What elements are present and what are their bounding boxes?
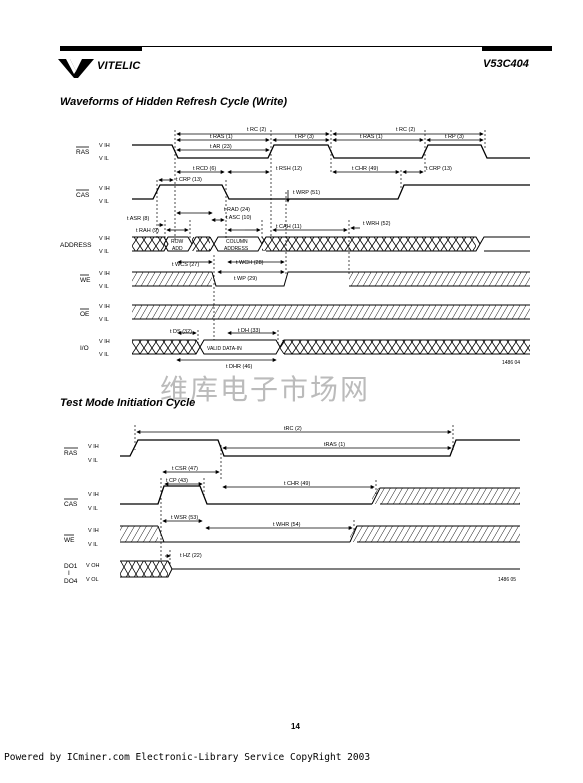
do-vol: V OL — [86, 577, 99, 583]
param-trp-2: t RP (3) — [445, 134, 464, 140]
ras-vih: V IH — [99, 143, 110, 149]
param2-twsr: t WSR (53) — [171, 515, 198, 521]
oe-vih: V IH — [99, 304, 110, 310]
param-tcah: t CAH (11) — [276, 224, 302, 230]
page-number: 14 — [291, 722, 300, 731]
part-number: V53C404 — [483, 58, 529, 70]
brand-name: VITELIC — [97, 60, 141, 72]
addr-vih: V IH — [99, 236, 110, 242]
param-twch: t WCH (28) — [236, 260, 264, 266]
param-tasc: t ASC (10) — [226, 215, 252, 221]
signal-ras-2: RAS — [64, 450, 78, 457]
param-trad: t RAD (24) — [224, 207, 250, 213]
signal-we: WE — [80, 277, 91, 284]
param-trah: t RAH (9) — [136, 228, 159, 234]
signal-ras: RAS — [76, 149, 90, 156]
header-rule — [60, 46, 552, 47]
vitelic-logo-icon — [58, 59, 94, 78]
signal-dash: I — [68, 570, 70, 577]
param2-twhr: t WHR (54) — [273, 522, 301, 528]
fig-number-2: 1486 05 — [498, 577, 516, 583]
param-tar: t AR (23) — [210, 144, 232, 150]
param-twrp: t WRP (51) — [293, 190, 320, 196]
ras2-vil: V IL — [88, 458, 98, 464]
param2-thz: t HZ (22) — [180, 553, 202, 559]
param-tras-2: t RAS (1) — [360, 134, 383, 140]
signal-address: ADDRESS — [60, 242, 92, 249]
param2-tcsr: t CSR (47) — [172, 466, 198, 472]
addr-row-label: ROW — [171, 239, 184, 245]
signal-io: I/O — [80, 345, 89, 352]
param-twrh: t WRH (52) — [363, 221, 391, 227]
param-trc-2: t RC (2) — [396, 127, 415, 133]
signal-do1: DO1 — [64, 563, 78, 570]
signal-cas-2: CAS — [64, 501, 78, 508]
io-valid-data: VALID DATA-IN — [207, 346, 242, 352]
param-twp: t WP (29) — [234, 276, 257, 282]
we-vil: V IL — [99, 284, 109, 290]
param-tchr: t CHR (49) — [352, 166, 378, 172]
we2-vih: V IH — [88, 528, 99, 534]
addr-column-label: COLUMN — [226, 239, 248, 245]
io-vih: V IH — [99, 339, 110, 345]
section2-title: Test Mode Initiation Cycle — [60, 397, 196, 409]
cas-vih: V IH — [99, 186, 110, 192]
param-tcrp: t CRP (13) — [176, 177, 202, 183]
signal-oe: OE — [80, 311, 90, 318]
param-tcrp-2: t CRP (13) — [426, 166, 452, 172]
param2-tcp: t CP (43) — [166, 478, 188, 484]
addr-add-label: ADD — [172, 246, 183, 252]
we2-vil: V IL — [88, 542, 98, 548]
we-vih: V IH — [99, 271, 110, 277]
signal-do4: DO4 — [64, 578, 78, 585]
param-tasr: t ASR (8) — [127, 216, 149, 222]
fig-number-1: 1486 04 — [502, 360, 520, 366]
ras-vil: V IL — [99, 156, 109, 162]
param-tds: t DS (32) — [170, 329, 192, 335]
addr-address-label: ADDRESS — [224, 246, 249, 252]
param2-trc: tRC (2) — [284, 426, 302, 432]
cas2-vil: V IL — [88, 506, 98, 512]
param2-tchr: t CHR (49) — [284, 481, 310, 487]
param-tras: t RAS (1) — [210, 134, 233, 140]
param-twcs: t WCS (27) — [172, 262, 199, 268]
footer-copyright: Powered by ICminer.com Electronic-Librar… — [4, 752, 371, 763]
header-bar-right — [482, 46, 552, 51]
ras2-vih: V IH — [88, 444, 99, 450]
param-trcd: t RCD (6) — [193, 166, 216, 172]
header-bar-left — [60, 46, 142, 51]
watermark: 维库电子市场网 — [160, 373, 371, 406]
io-vil: V IL — [99, 352, 109, 358]
param-tdhr: t DHR (46) — [226, 364, 252, 370]
signal-cas: CAS — [76, 192, 90, 199]
param-tdh: t DH (33) — [238, 328, 260, 334]
section1-title: Waveforms of Hidden Refresh Cycle (Write… — [60, 96, 287, 108]
param2-tras: tRAS (1) — [324, 442, 345, 448]
oe-vil: V IL — [99, 317, 109, 323]
param-trsh: t RSH (12) — [276, 166, 302, 172]
addr-vil: V IL — [99, 249, 109, 255]
signal-we-2: WE — [64, 537, 75, 544]
param-trc: t RC (2) — [247, 127, 266, 133]
param-trp: t RP (3) — [295, 134, 314, 140]
do-voh: V OH — [86, 563, 99, 569]
cas2-vih: V IH — [88, 492, 99, 498]
cas-vil: V IL — [99, 199, 109, 205]
